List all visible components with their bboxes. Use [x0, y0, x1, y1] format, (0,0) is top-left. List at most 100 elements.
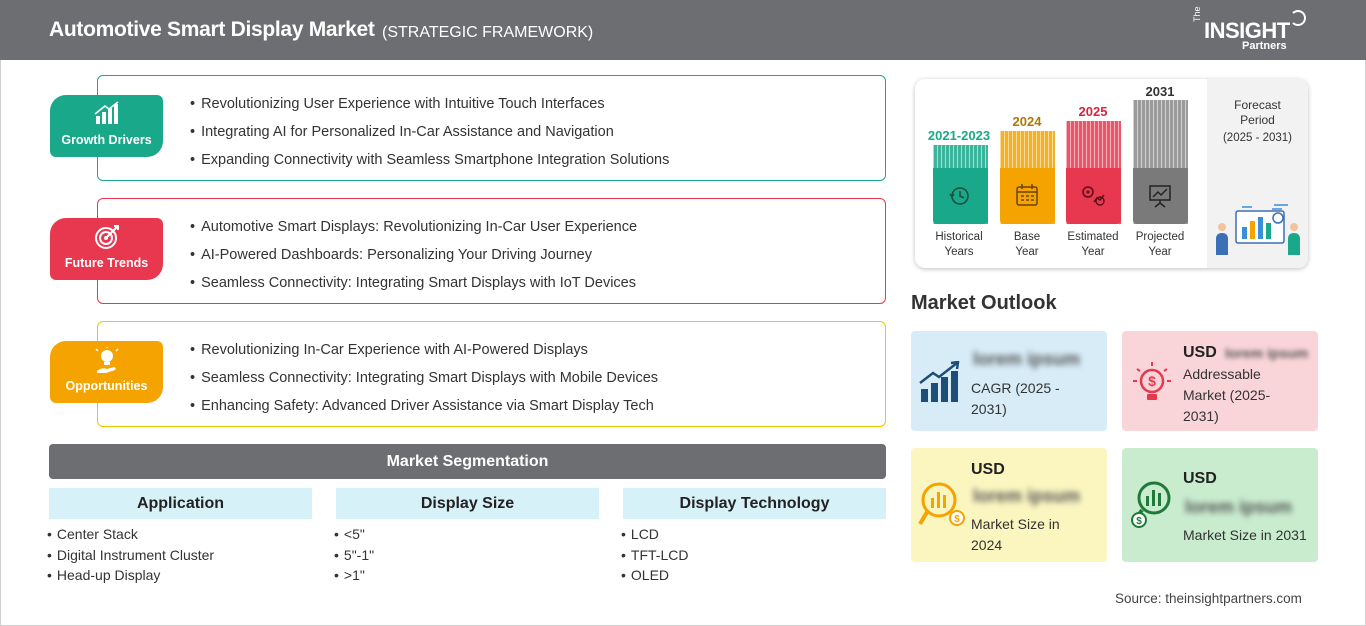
bar-label-line: Estimated: [1067, 231, 1119, 243]
bar-solid: [1133, 168, 1188, 224]
market-size-2031-value-blurred: lorem ipsum: [1185, 497, 1293, 517]
list-item: Seamless Connectivity: Integrating Smart…: [190, 364, 658, 392]
market-size-2031-usd: USD: [1183, 470, 1217, 487]
source-text: Source: theinsightpartners.com: [1115, 591, 1302, 606]
market-outlook-title: Market Outlook: [911, 292, 1057, 314]
bar-label-line: Historical: [935, 231, 983, 243]
header-bar: Automotive Smart Display Market (STRATEG…: [0, 0, 1366, 60]
calendar-icon: [1016, 184, 1038, 206]
money-magnifier-icon: $: [918, 482, 965, 526]
bar-label-line: Years: [944, 246, 974, 258]
timeline-bar-estimated: [1066, 121, 1121, 224]
timeline-bar-projected: [1133, 100, 1188, 224]
timeline-bar-historical: [933, 145, 988, 224]
lightbulb-dollar-icon: $: [1133, 362, 1171, 400]
analytics-people-illustration: [1216, 204, 1300, 255]
forecast-title-line: Forecast: [1234, 98, 1281, 112]
page-title: Automotive Smart Display Market: [49, 18, 375, 41]
addressable-label-line: Addressable: [1183, 366, 1261, 382]
list-item: Expanding Connectivity with Seamless Sma…: [190, 146, 669, 174]
cagr-label: CAGR (2025 - 2031): [971, 378, 1060, 420]
list-item: 5"-1": [334, 545, 374, 566]
year-label-estimated: 2025: [1078, 104, 1108, 119]
settings-chart-icon: [1082, 186, 1105, 206]
segment-list-application: Center Stack Digital Instrument Cluster …: [47, 524, 214, 586]
growth-chart-icon: [919, 361, 960, 402]
opportunities-badge: Opportunities: [50, 341, 163, 403]
logo-partners: Partners: [1242, 40, 1287, 52]
opportunities-box: Revolutionizing In-Car Experience with A…: [97, 321, 886, 427]
market-size-2024-label-line: Market Size in: [971, 516, 1060, 532]
segment-heading-application: Application: [49, 488, 312, 519]
bar-label-historical: Historical Years: [919, 230, 999, 260]
bar-solid: [1000, 168, 1055, 224]
insight-partners-logo[interactable]: The INSIGHT Partners: [1190, 6, 1310, 54]
market-size-2024-card: $ USD lorem ipsum Market Size in 2024: [911, 448, 1107, 562]
list-item: TFT-LCD: [621, 545, 689, 566]
bar-label-estimated: Estimated Year: [1053, 230, 1133, 260]
forecast-period: (2025 - 2031): [1222, 132, 1293, 144]
cagr-label-line: 2031): [971, 401, 1007, 417]
growth-drivers-label: Growth Drivers: [61, 133, 152, 147]
page-subtitle: (STRATEGIC FRAMEWORK): [382, 24, 594, 41]
bar-solid: [933, 168, 988, 224]
market-size-2031-card: $ USD lorem ipsum Market Size in 2031: [1122, 448, 1318, 562]
svg-text:$: $: [1148, 373, 1156, 389]
growth-drivers-badge: Growth Drivers: [50, 95, 163, 157]
logo-arc-icon: [1290, 10, 1306, 26]
opportunities-list: Revolutionizing In-Car Experience with A…: [190, 336, 658, 420]
bar-label-line: Projected: [1135, 231, 1185, 243]
market-size-2024-value-blurred: lorem ipsum: [973, 486, 1081, 506]
bar-label-line: Year: [1081, 246, 1105, 258]
addressable-label-line: 2031): [1183, 408, 1219, 424]
timeline-panel: 2021-2023 Historical Years 2024 Base Yea…: [915, 79, 1308, 268]
market-size-2024-label: Market Size in 2024: [971, 514, 1060, 556]
logo-insight: INSIGHT: [1204, 18, 1290, 43]
future-trends-badge: Future Trends: [50, 218, 163, 280]
market-size-2024-usd: USD: [971, 461, 1005, 478]
logo-the: The: [1192, 6, 1202, 22]
market-segmentation-header: Market Segmentation: [49, 444, 886, 479]
bar-label-line: Year: [1148, 246, 1172, 258]
segment-list-display-technology: LCD TFT-LCD OLED: [621, 524, 689, 586]
list-item: Revolutionizing User Experience with Int…: [190, 90, 669, 118]
cagr-value-blurred: lorem ipsum: [973, 349, 1081, 369]
future-trends-label: Future Trends: [64, 256, 149, 270]
cagr-card: lorem ipsum CAGR (2025 - 2031): [911, 331, 1107, 431]
list-item: Digital Instrument Cluster: [47, 545, 214, 566]
year-label-projected: 2031: [1145, 84, 1175, 99]
future-trends-list: Automotive Smart Displays: Revolutionizi…: [190, 213, 637, 297]
segment-heading-display-technology: Display Technology: [623, 488, 886, 519]
future-trends-box: Automotive Smart Displays: Revolutionizi…: [97, 198, 886, 304]
bar-label-projected: Projected Year: [1120, 230, 1200, 260]
year-label-historical: 2021-2023: [927, 128, 991, 143]
segment-heading-display-size: Display Size: [336, 488, 599, 519]
cagr-label-line: CAGR (2025 -: [971, 380, 1060, 396]
list-item: >1": [334, 565, 374, 586]
addressable-value-blurred: lorem ipsum: [1225, 345, 1309, 361]
addressable-market-card: $ USD lorem ipsum Addressable Market (20…: [1122, 331, 1318, 431]
addressable-usd: USD: [1183, 344, 1217, 361]
list-item: Seamless Connectivity: Integrating Smart…: [190, 269, 637, 297]
presentation-icon: [1149, 185, 1171, 208]
target-icon: [95, 225, 119, 249]
year-label-base: 2024: [1012, 114, 1042, 129]
growth-chart-icon: [94, 101, 119, 124]
market-size-2024-label-line: 2024: [971, 537, 1003, 553]
money-magnifier-icon: $: [1131, 481, 1171, 528]
bar-label-base: Base Year: [987, 230, 1067, 260]
bar-solid: [1066, 168, 1121, 224]
list-item: Center Stack: [47, 524, 214, 545]
forecast-title: Forecast Period: [1207, 98, 1308, 128]
list-item: LCD: [621, 524, 688, 545]
forecast-title-line: Period: [1240, 113, 1275, 127]
svg-text:$: $: [954, 514, 960, 525]
timeline-bar-base: [1000, 131, 1055, 224]
history-icon: [949, 187, 969, 205]
list-item: Enhancing Safety: Advanced Driver Assist…: [190, 392, 658, 420]
list-item: Head-up Display: [47, 565, 214, 586]
list-item: <5": [334, 524, 374, 545]
svg-text:$: $: [1136, 516, 1142, 527]
addressable-label-line: Market (2025-: [1183, 387, 1271, 403]
addressable-label: Addressable Market (2025- 2031): [1183, 364, 1270, 427]
